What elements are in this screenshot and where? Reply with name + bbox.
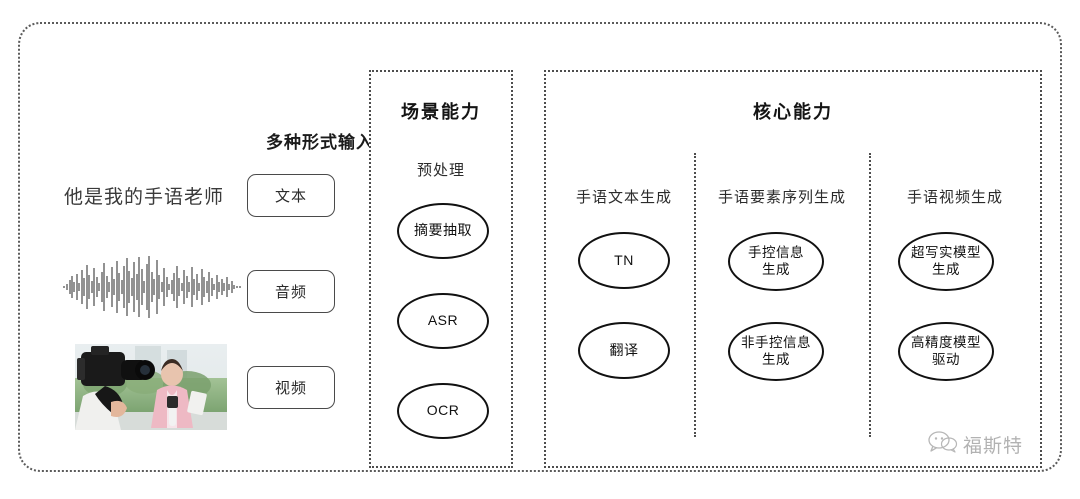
input-section: 多种形式输入 他是我的手语老师 — [50, 114, 373, 444]
node-manual-information-generation[interactable]: 手控信息 生成 — [728, 232, 824, 291]
node-high-precision-model-driving[interactable]: 高精度模型 驱动 — [898, 322, 994, 381]
node-hyper-realistic-model-generation[interactable]: 超写实模型 生成 — [898, 232, 994, 291]
watermark: 福斯特 — [928, 430, 1023, 459]
wechat-bubble-icon — [928, 430, 958, 459]
core-column-label-sign-video-generation: 手语视频生成 — [906, 189, 1003, 206]
node-tn[interactable]: TN — [578, 232, 670, 289]
column-divider-2 — [869, 153, 871, 437]
modality-box-audio[interactable]: 音频 — [247, 270, 335, 313]
node-translation[interactable]: 翻译 — [578, 322, 670, 379]
watermark-text: 福斯特 — [963, 436, 1024, 457]
core-column-label-sign-element-sequence-generation: 手语要素序列生成 — [717, 189, 846, 206]
node-ocr[interactable]: OCR — [397, 383, 489, 439]
node-summary-extraction[interactable]: 摘要抽取 — [397, 203, 489, 259]
core-column-label-sign-text-generation: 手语文本生成 — [575, 189, 672, 206]
audio-waveform-icon — [62, 256, 242, 318]
core-panel-title: 核心能力 — [753, 102, 833, 122]
modality-box-video[interactable]: 视频 — [247, 366, 335, 409]
modality-box-text[interactable]: 文本 — [247, 174, 335, 217]
column-divider-1 — [694, 153, 696, 437]
diagram-outer-frame: 多种形式输入 他是我的手语老师 — [18, 22, 1062, 472]
scene-panel-title: 场景能力 — [401, 102, 481, 122]
scene-panel-subtitle: 预处理 — [416, 162, 465, 179]
input-section-heading: 多种形式输入 — [266, 133, 374, 152]
sample-sentence-text: 他是我的手语老师 — [63, 187, 224, 208]
video-thumbnail-image — [75, 344, 227, 430]
core-capability-panel: 核心能力 手语文本生成 手语要素序列生成 手语视频生成 TN 翻译 手控信息 生… — [544, 70, 1042, 468]
node-non-manual-information-generation[interactable]: 非手控信息 生成 — [728, 322, 824, 381]
node-asr[interactable]: ASR — [397, 293, 489, 349]
scene-capability-panel: 场景能力 预处理 摘要抽取 ASR OCR — [369, 70, 513, 468]
